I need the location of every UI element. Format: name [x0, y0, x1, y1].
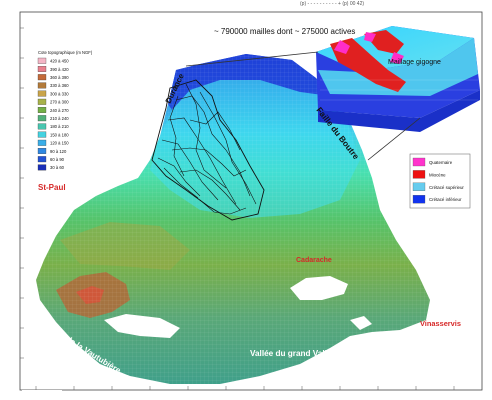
mesh-count-title: ~ 790000 mailles dont ~ 275000 actives — [214, 27, 355, 36]
elevation-range-label: 90 à 120 — [50, 149, 67, 154]
label-cadarache: Cadarache — [296, 257, 332, 264]
elevation-range-label: 30 à 60 — [50, 165, 65, 170]
elevation-range-label: 360 à 390 — [50, 75, 69, 80]
elevation-legend: Cote topographique (m NGF) 420 à 450 390 … — [37, 50, 93, 171]
elevation-swatch — [37, 123, 47, 130]
geology-label: Crétacé inférieur — [429, 197, 462, 202]
elevation-range-label: 390 à 420 — [50, 67, 69, 72]
elevation-range-label: 150 à 180 — [50, 132, 69, 137]
top-strip-text: (p) - - - - - - - - - - + (p) 00 42) — [300, 1, 364, 7]
elevation-swatch — [37, 98, 47, 105]
label-maillage-gigogne: Maillage gigogne — [388, 59, 441, 66]
y-axis-ticks — [20, 27, 24, 359]
elevation-swatch — [37, 66, 47, 72]
elevation-swatch — [37, 156, 47, 163]
geology-swatch — [412, 157, 426, 167]
elevation-swatch — [37, 115, 47, 122]
elevation-legend-title: Cote topographique (m NGF) — [38, 50, 93, 55]
elevation-swatch — [37, 57, 47, 64]
elevation-swatch — [37, 82, 47, 89]
bottom-caption-bg — [22, 390, 62, 394]
elevation-swatch — [37, 90, 47, 97]
x-axis-ticks — [35, 386, 455, 390]
label-st-paul: St-Paul — [38, 183, 66, 192]
mesh-overlay — [36, 54, 430, 384]
elevation-range-label: 300 à 330 — [50, 91, 69, 96]
elevation-swatch — [37, 139, 47, 146]
elevation-swatch — [37, 107, 47, 113]
inset-3d-mesh — [316, 26, 480, 132]
refined-mesh-zone — [151, 79, 265, 221]
elevation-range-label: 270 à 300 — [50, 100, 69, 105]
elevation-swatch — [37, 74, 47, 81]
inset-connector-top — [185, 51, 319, 67]
geology-swatch — [412, 182, 426, 191]
geology-label: Crétacé supérieur — [429, 185, 464, 190]
geology-label: Quaternaire — [429, 160, 453, 165]
elevation-range-label: 240 à 270 — [50, 108, 69, 113]
top-strip-bg — [0, 0, 492, 6]
elevation-range-label: 330 à 360 — [50, 83, 69, 88]
elevation-range-label: 420 à 450 — [50, 59, 69, 64]
geology-swatch — [412, 170, 426, 179]
elevation-range-label: 60 à 90 — [50, 157, 65, 162]
elevation-range-label: 120 à 150 — [50, 141, 69, 146]
label-vallee-grand-vallat: Vallée du grand Vallat — [250, 349, 334, 358]
label-vinasservis: Vinasservis — [420, 319, 461, 328]
elevation-range-label: 210 à 240 — [50, 116, 69, 121]
geology-swatch — [412, 195, 426, 204]
elevation-swatch — [37, 131, 47, 138]
map-frame — [19, 11, 483, 391]
elevation-swatch — [37, 148, 47, 154]
elevation-range-label: 180 à 210 — [50, 124, 69, 129]
geology-label: Miocène — [429, 172, 446, 177]
inset-connector-bottom — [367, 117, 421, 161]
elevation-swatch — [37, 164, 47, 171]
